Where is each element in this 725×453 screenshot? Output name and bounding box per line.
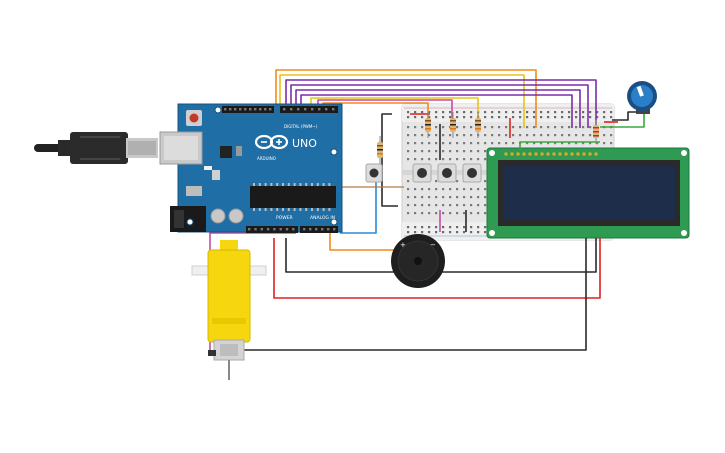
- wire-green-lcd: [519, 141, 600, 150]
- dc-gear-motor: [191, 240, 267, 380]
- resistor-4: [593, 120, 599, 144]
- push-button-1: [412, 163, 432, 183]
- resistor-2: [450, 112, 456, 138]
- board-model-label: UNO: [292, 137, 317, 150]
- analog-header-label: ANALOG IN: [310, 215, 335, 221]
- brand-label: ARDUINO: [257, 156, 276, 161]
- push-button-2: [437, 163, 457, 183]
- digital-header-label: DIGITAL (PWM~): [284, 124, 318, 129]
- wire-yellow-top: [279, 74, 525, 128]
- wire-purple-2: [290, 84, 589, 128]
- arduino-logo: [254, 134, 289, 150]
- wire-orange-buzzer: [329, 233, 400, 251]
- resistor-3: [475, 112, 481, 138]
- wire-black-pot: [612, 111, 642, 121]
- wire-pink-button: [317, 99, 453, 128]
- push-button-3: [462, 163, 482, 183]
- wire-purple-1: [285, 79, 597, 128]
- potentiometer: [627, 81, 657, 114]
- wire-black-motor: [240, 238, 587, 351]
- wire-black-bb: [381, 113, 398, 207]
- usb-cable: [34, 132, 158, 164]
- wire-purple-3: [295, 89, 581, 128]
- lcd-screen: [503, 166, 675, 220]
- atmega-chip: [250, 186, 336, 208]
- wire-red-5v: [273, 238, 601, 299]
- wire-orange-top: [275, 69, 537, 128]
- resistor-1: [425, 112, 431, 138]
- power-header-label: POWER: [276, 215, 293, 221]
- buzzer-plus-label: +: [400, 241, 406, 249]
- arduino-uno: UNO ARDUINO DIGITAL (PWM~) POWER ANALOG …: [34, 103, 343, 233]
- piezo-buzzer: + −: [391, 234, 445, 288]
- buzzer-minus-label: −: [430, 241, 436, 249]
- wire-blue: [340, 178, 377, 234]
- wire-purple-4: [300, 94, 573, 128]
- push-button-4: [365, 163, 383, 183]
- wire-green-pot: [600, 112, 645, 128]
- lcd-display: [486, 147, 690, 239]
- lcd-pin-header: [504, 152, 598, 156]
- resistor-5: [377, 136, 383, 164]
- resistors: [377, 112, 599, 164]
- push-buttons: [365, 163, 482, 183]
